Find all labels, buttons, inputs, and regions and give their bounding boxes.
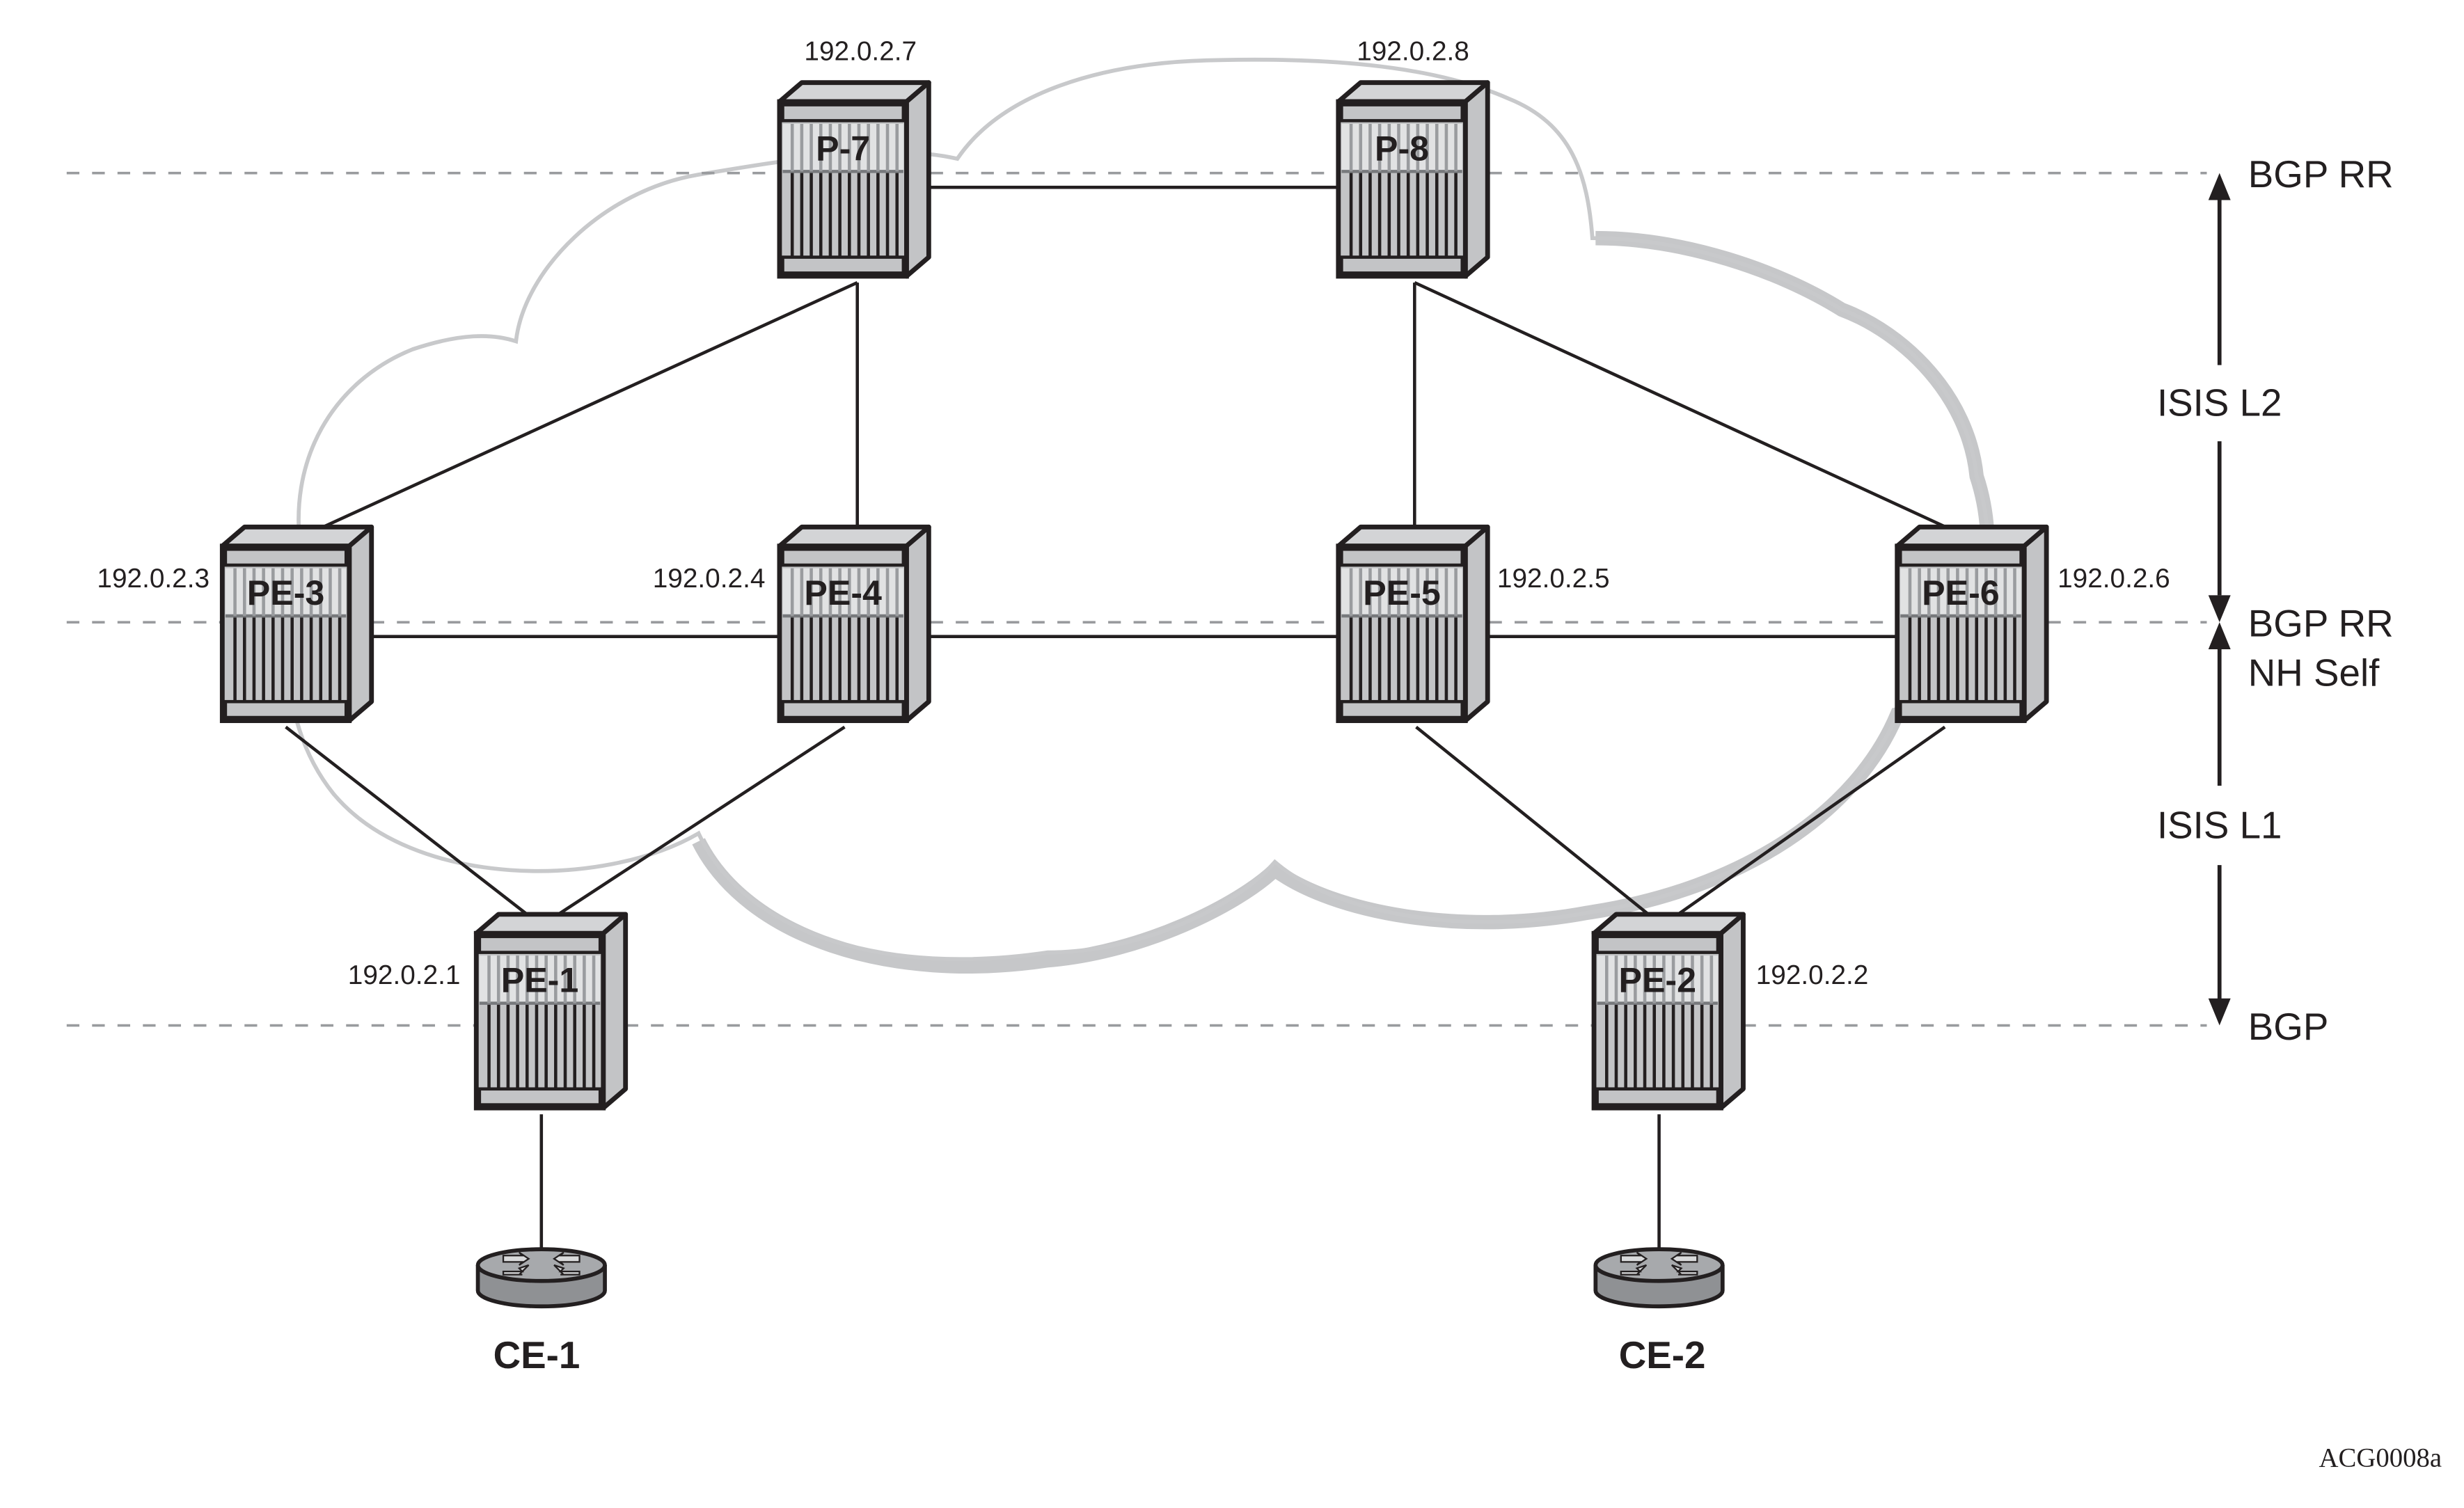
network-cloud (285, 57, 1995, 974)
node-ce2[interactable] (1595, 1249, 1722, 1306)
ce-router-icon (1595, 1249, 1722, 1306)
level-label-bgp: BGP (2248, 1005, 2329, 1048)
node-ip-pe1: 192.0.2.1 (348, 960, 461, 990)
arrow-up-icon (2208, 622, 2231, 649)
node-label: PE-3 (247, 573, 325, 612)
node-pe3[interactable]: PE-3 (222, 527, 371, 720)
link-pe6-pe2 (1661, 725, 1946, 927)
node-label: PE-1 (501, 961, 579, 1000)
node-label: P-8 (1375, 129, 1429, 168)
arrow-down-icon (2208, 595, 2231, 623)
node-ip-pe6: 192.0.2.6 (2058, 564, 2170, 594)
node-p7[interactable]: P-7 (780, 83, 929, 276)
router-icon (1338, 83, 1487, 276)
arrow-down-icon (2208, 998, 2231, 1026)
links (285, 185, 1975, 1250)
ce-router-icon (478, 1249, 605, 1306)
link-pe4-pe1 (540, 725, 846, 927)
figure-id: ACG0008a (2319, 1443, 2442, 1473)
router-icon (222, 527, 371, 720)
node-ip-p8: 192.0.2.8 (1357, 37, 1469, 67)
node-ce1[interactable] (478, 1249, 605, 1306)
node-pe2[interactable]: PE-2 (1594, 914, 1743, 1108)
node-label: PE-4 (804, 573, 882, 612)
node-label: PE-2 (1619, 961, 1697, 1000)
router-icon (1594, 914, 1743, 1108)
level-label-bgp-rr: BGP RR (2248, 152, 2394, 196)
link-p7-pe3 (294, 280, 858, 541)
node-label: P-7 (816, 129, 870, 168)
level-label-bgp-rr-2: BGP RR (2248, 602, 2394, 645)
cloud-outline (285, 57, 1990, 962)
node-ip-pe4: 192.0.2.4 (653, 564, 766, 594)
link-pe5-pe2 (1415, 725, 1664, 927)
scope-label-isis-l2: ISIS L2 (2157, 381, 2282, 424)
router-icon (1338, 527, 1487, 720)
router-icon (780, 527, 929, 720)
node-ip-p7: 192.0.2.7 (804, 37, 917, 67)
node-ip-pe3: 192.0.2.3 (97, 564, 210, 594)
router-icon (780, 83, 929, 276)
arrow-up-icon (2208, 173, 2231, 200)
node-pe1[interactable]: PE-1 (476, 914, 625, 1108)
node-label-ce1: CE-1 (493, 1333, 581, 1376)
link-pe3-pe1 (285, 725, 543, 927)
node-ip-pe2: 192.0.2.2 (1756, 960, 1869, 990)
scope-label-isis-l1: ISIS L1 (2157, 803, 2282, 846)
link-p8-pe6 (1414, 280, 1975, 541)
node-label: PE-5 (1363, 573, 1441, 612)
node-label-ce2: CE-2 (1619, 1333, 1706, 1376)
node-label: PE-6 (1922, 573, 2000, 612)
node-p8[interactable]: P-8 (1338, 83, 1487, 276)
level-label-nh-self: NH Self (2248, 651, 2380, 694)
node-pe5[interactable]: PE-5 (1338, 527, 1487, 720)
node-pe4[interactable]: PE-4 (780, 527, 929, 720)
node-pe6[interactable]: PE-6 (1897, 527, 2046, 720)
router-icon (1897, 527, 2046, 720)
router-icon (476, 914, 625, 1108)
node-ip-pe5: 192.0.2.5 (1497, 564, 1610, 594)
hierarchy-arrows (2208, 173, 2231, 1026)
